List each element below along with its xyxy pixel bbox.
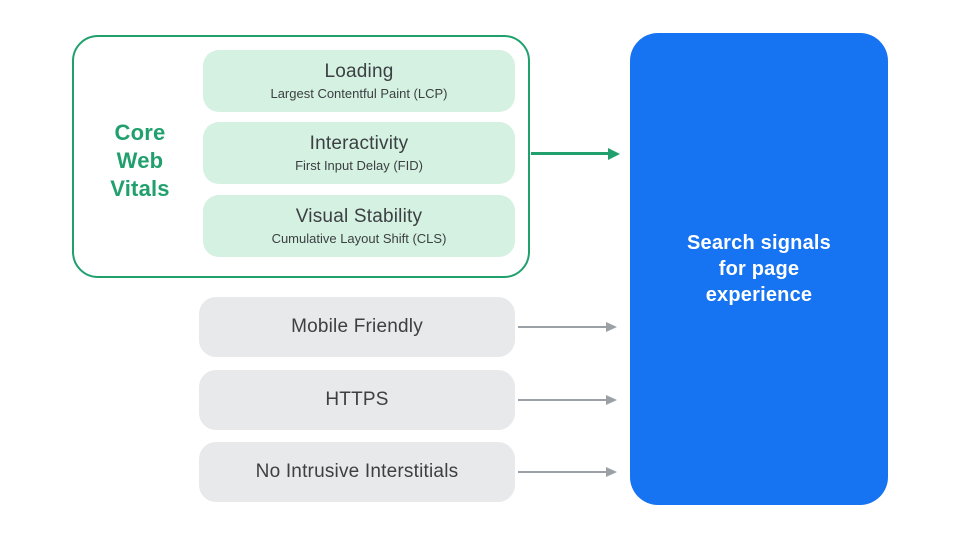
core-web-vitals-label-line: Vitals [110, 176, 170, 201]
core-web-vitals-arrow-icon [531, 152, 608, 155]
signal-box-https: HTTPS [199, 370, 515, 430]
metric-box-visual-stability: Visual Stability Cumulative Layout Shift… [203, 195, 515, 257]
metric-box-loading: Loading Largest Contentful Paint (LCP) [203, 50, 515, 112]
metric-title: Visual Stability [295, 206, 423, 227]
metric-title: Interactivity [309, 133, 409, 154]
metric-title: Loading [324, 61, 394, 82]
signal-label: Mobile Friendly [291, 316, 423, 337]
core-web-vitals-label: Core Web Vitals [84, 119, 196, 203]
core-web-vitals-label-line: Core [114, 120, 166, 145]
core-web-vitals-label-line: Web [116, 148, 164, 173]
mobile-friendly-arrow-icon [518, 326, 606, 328]
signal-label: HTTPS [325, 389, 389, 410]
signal-label: No Intrusive Interstitials [255, 461, 459, 482]
search-signals-label: Search signals for page experience [687, 230, 831, 308]
signal-box-mobile-friendly: Mobile Friendly [199, 297, 515, 357]
metric-subtitle: Cumulative Layout Shift (CLS) [271, 231, 447, 246]
no-intrusive-interstitials-arrow-icon [518, 471, 606, 473]
metric-subtitle: Largest Contentful Paint (LCP) [270, 86, 448, 101]
search-signals-label-line: Search signals [687, 232, 831, 254]
search-signals-box: Search signals for page experience [630, 33, 888, 505]
search-signals-label-line: experience [705, 284, 813, 306]
metric-subtitle: First Input Delay (FID) [295, 158, 423, 173]
search-signals-label-line: for page [718, 258, 800, 280]
https-arrow-icon [518, 399, 606, 401]
metric-box-interactivity: Interactivity First Input Delay (FID) [203, 122, 515, 184]
signal-box-no-intrusive-interstitials: No Intrusive Interstitials [199, 442, 515, 502]
